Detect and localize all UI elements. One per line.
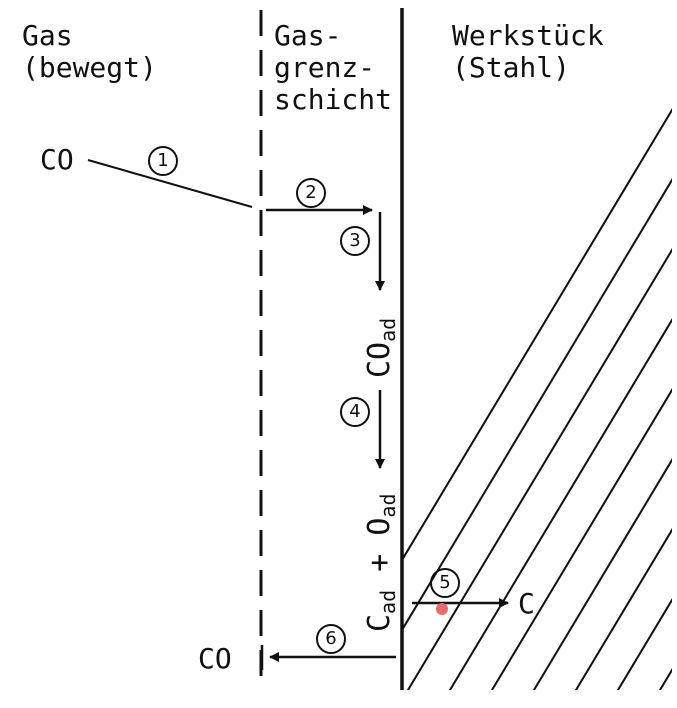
hatch-line bbox=[658, 668, 672, 690]
arrow-step-1 bbox=[87, 159, 253, 208]
label-c-o-adsorbed: Cad + Oad bbox=[362, 493, 400, 633]
label-gas-zone: Gas (bewegt) bbox=[22, 19, 157, 84]
hatch-line bbox=[448, 318, 672, 690]
label-boundary-layer: Gas- grenz- schicht bbox=[274, 19, 393, 116]
label-workpiece: Werkstück (Stahl) bbox=[452, 19, 604, 84]
label-co-in: CO bbox=[40, 143, 74, 176]
hatch-line bbox=[616, 598, 672, 690]
hatch-line bbox=[402, 108, 672, 562]
step-marker-6: 6 bbox=[316, 624, 346, 654]
hatch-line bbox=[490, 388, 672, 690]
hatch-line bbox=[574, 528, 672, 690]
label-c-diffused: C bbox=[518, 587, 535, 620]
step-marker-5: 5 bbox=[430, 568, 460, 598]
hatch-line bbox=[406, 248, 672, 690]
red-dot-marker bbox=[436, 603, 448, 615]
label-co-out: CO bbox=[198, 642, 232, 675]
step-marker-3: 3 bbox=[340, 226, 370, 256]
hatch-line bbox=[532, 458, 672, 690]
label-co-adsorbed: COad bbox=[362, 317, 400, 378]
step-marker-2: 2 bbox=[296, 178, 326, 208]
step-marker-1: 1 bbox=[148, 146, 178, 176]
step-marker-4: 4 bbox=[340, 397, 370, 427]
